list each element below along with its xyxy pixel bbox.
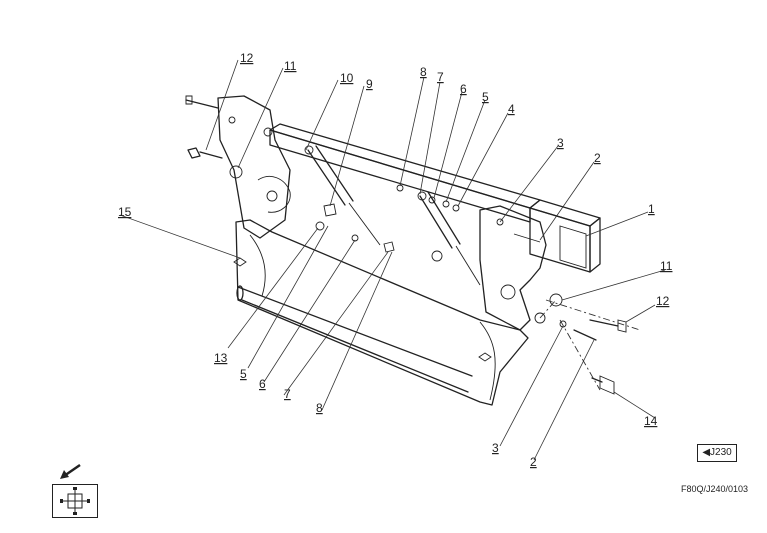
callout-12: 12 (240, 51, 254, 65)
callout-8-lower: 8 (316, 401, 323, 415)
assembly-center-lines (539, 299, 641, 391)
callout-5: 5 (482, 90, 489, 104)
leader-lines (119, 59, 666, 461)
callout-9: 9 (366, 77, 373, 91)
callout-2-lower: 2 (530, 455, 537, 469)
arrow-down-left-icon (60, 463, 81, 479)
callout-7-lower: 7 (284, 387, 291, 401)
callout-4: 4 (508, 102, 515, 116)
callout-11-right: 11 (660, 259, 673, 273)
square-beam (269, 123, 601, 273)
callout-15: 15 (118, 205, 132, 219)
gas-spring-right (417, 191, 481, 286)
callout-2: 2 (594, 151, 601, 165)
callout-7: 7 (437, 70, 444, 84)
callout-13: 13 (214, 351, 228, 365)
callout-labels: 12 11 10 9 8 7 6 5 4 3 2 1 15 11 12 13 5… (118, 51, 673, 469)
callout-3-lower: 3 (492, 441, 499, 455)
callout-6: 6 (460, 82, 467, 96)
reference-box[interactable]: ◀J230 (697, 444, 737, 462)
gas-spring-left (304, 145, 381, 246)
callout-10: 10 (340, 71, 354, 85)
callout-12-right: 12 (656, 294, 670, 308)
fasteners (185, 95, 627, 395)
top-view-icon (52, 484, 98, 518)
callout-1: 1 (648, 202, 655, 216)
left-bracket (217, 95, 291, 239)
drawing-code: F80Q/J240/0103 (681, 484, 749, 494)
callout-11: 11 (284, 59, 297, 73)
callout-8: 8 (420, 65, 427, 79)
callout-14: 14 (644, 414, 658, 428)
lower-tube (236, 285, 473, 393)
callout-6-lower: 6 (259, 377, 266, 391)
callout-5-lower: 5 (240, 367, 247, 381)
frame-plate (233, 219, 529, 406)
callout-3: 3 (557, 136, 564, 150)
right-bracket (479, 205, 547, 331)
